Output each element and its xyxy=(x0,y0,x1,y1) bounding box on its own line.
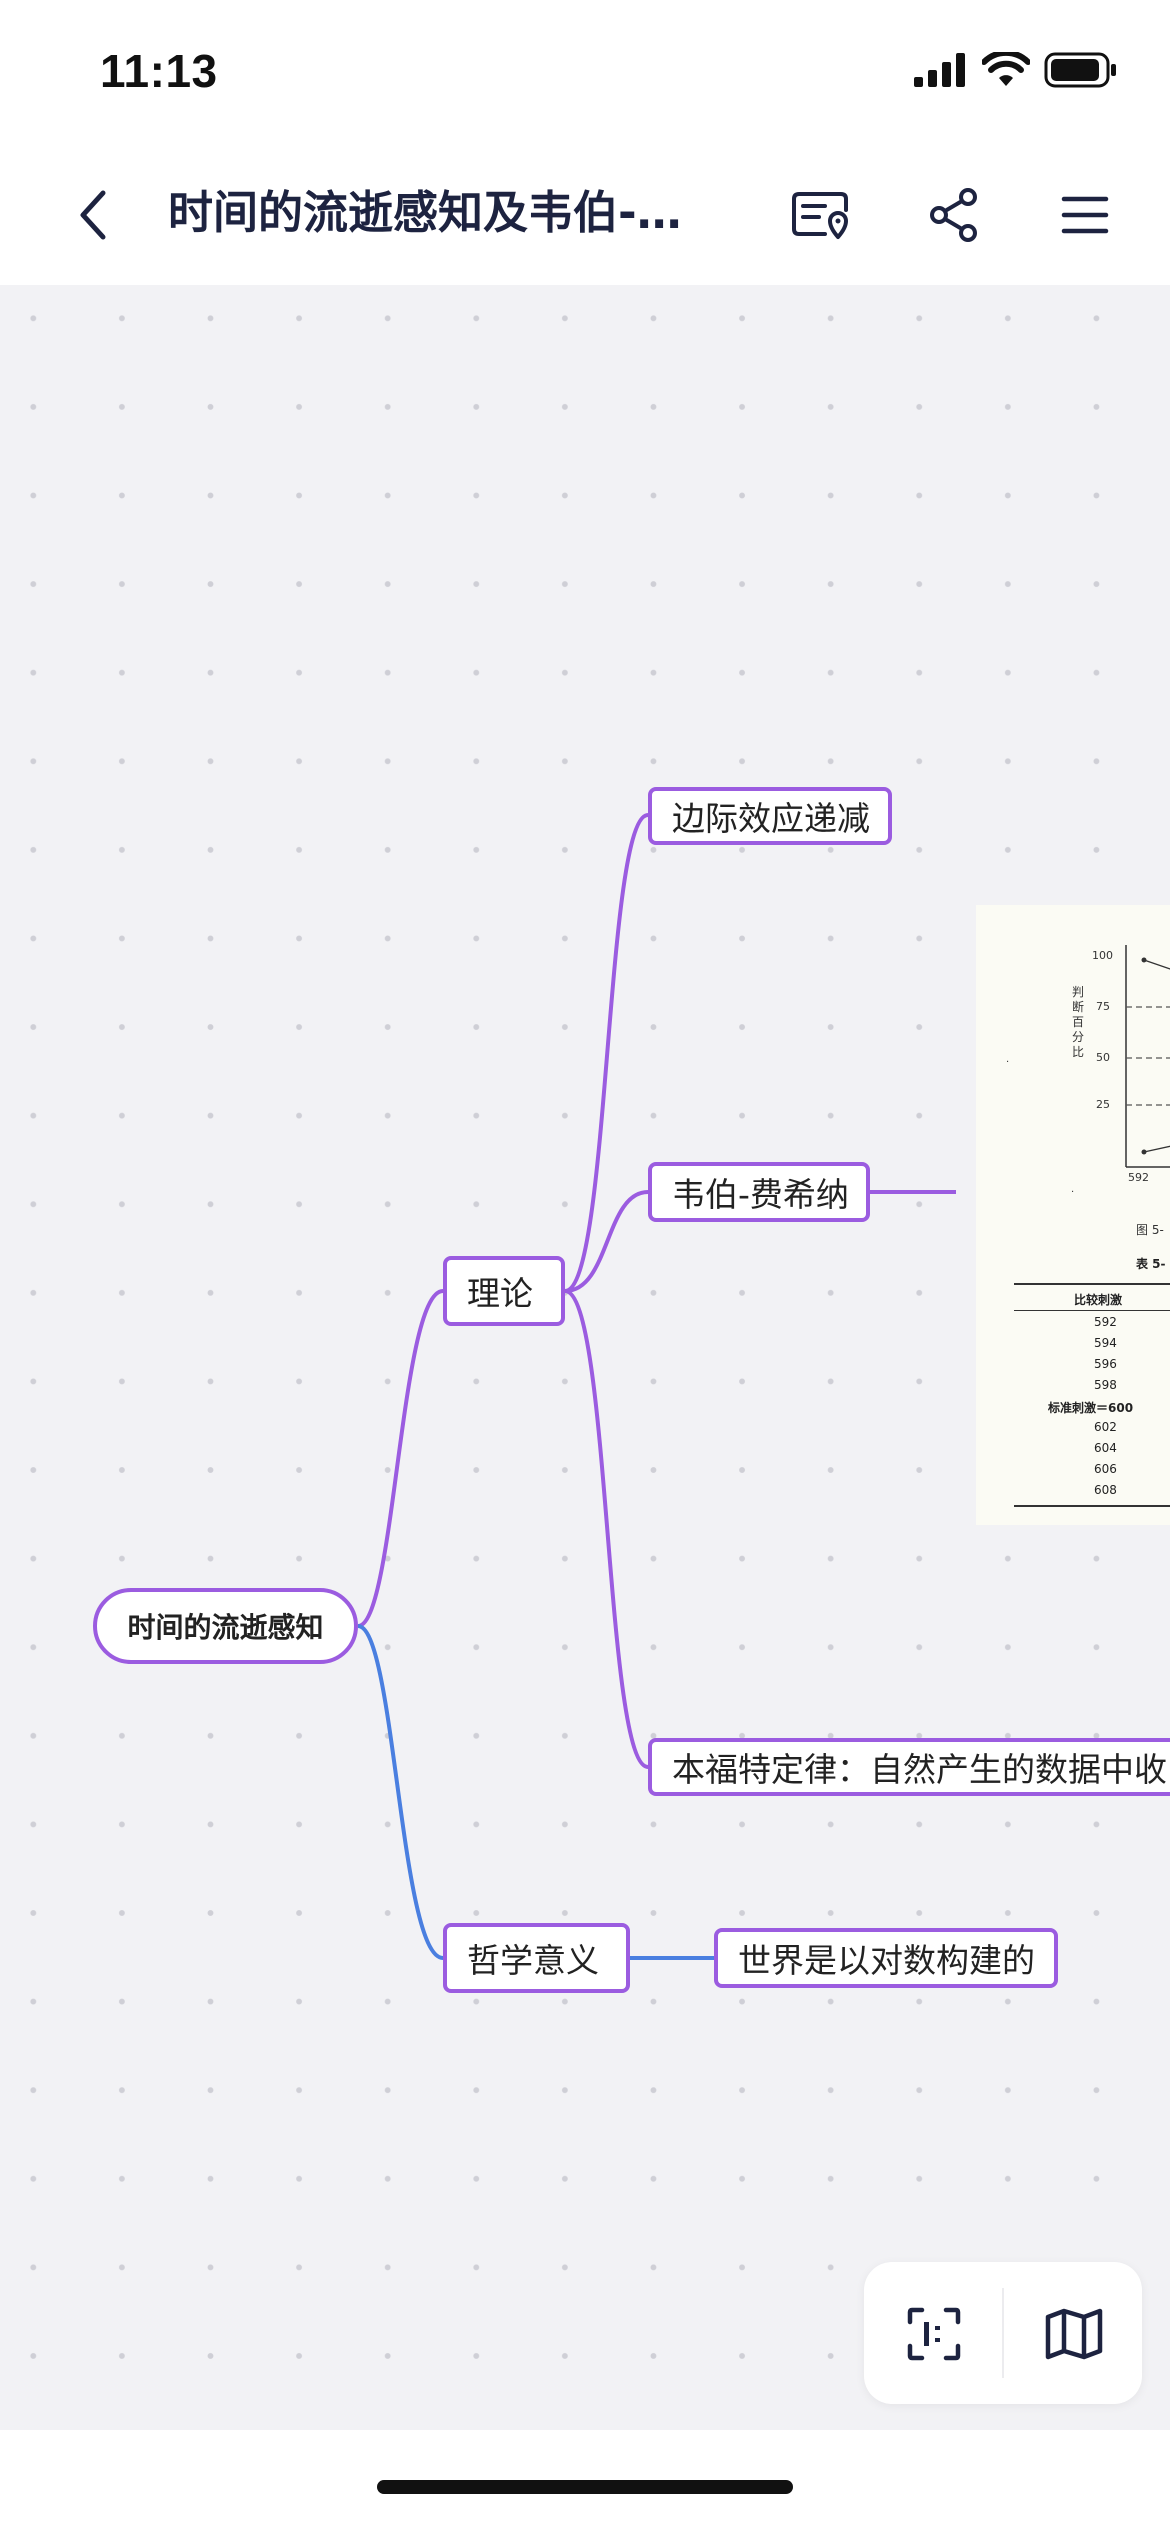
image-table-row: 608 xyxy=(1094,1483,1117,1497)
root-node-label: 时间的流逝感知 xyxy=(127,1611,324,1644)
location-card-icon xyxy=(792,192,848,239)
status-icons xyxy=(914,52,1118,88)
image-table-row: 604 xyxy=(1094,1441,1117,1455)
image-table-rule xyxy=(1014,1310,1170,1311)
svg-text:·: · xyxy=(1071,1187,1074,1198)
mindmap-node-marginal-effect[interactable]: 边际效应递减 xyxy=(648,787,892,845)
image-y-label: 判断百分比 xyxy=(1072,985,1085,1059)
image-y-tick: 75 xyxy=(1096,1000,1110,1013)
image-table-row: 598 xyxy=(1094,1378,1117,1392)
node-label: 本福特定律：自然产生的数据中收 xyxy=(672,1750,1167,1789)
menu-icon xyxy=(1061,196,1109,234)
fit-view-button[interactable] xyxy=(892,2292,976,2376)
fit-view-icon xyxy=(907,2307,961,2361)
share-button[interactable] xyxy=(919,180,989,250)
home-indicator[interactable] xyxy=(377,2480,793,2494)
home-indicator-area xyxy=(0,2430,1170,2532)
image-table-header: 比较刺激 xyxy=(1074,1293,1123,1307)
image-table-row: 标准刺激＝600 xyxy=(1048,1401,1134,1415)
page-title: 时间的流逝感知及韦伯-… xyxy=(168,186,682,239)
mindmap-node-weber-fechner[interactable]: 韦伯-费希纳 xyxy=(648,1162,870,1222)
node-label: 理论 xyxy=(467,1274,533,1313)
outline-map-icon xyxy=(1045,2308,1103,2360)
image-table-row: 594 xyxy=(1094,1336,1117,1350)
share-icon xyxy=(930,188,977,242)
node-label: 边际效应递减 xyxy=(672,799,870,838)
chevron-left-icon xyxy=(80,190,106,240)
node-label: 哲学意义 xyxy=(467,1941,599,1980)
image-figure-caption: 图 5- xyxy=(1136,1223,1164,1237)
mindmap-node-log-world[interactable]: 世界是以对数构建的 xyxy=(714,1928,1058,1988)
battery-icon xyxy=(1044,52,1116,88)
mindmap-node-philosophy[interactable]: 哲学意义 xyxy=(443,1923,630,1993)
outline-map-button[interactable] xyxy=(1032,2292,1116,2376)
image-table-row: 606 xyxy=(1094,1462,1117,1476)
menu-button[interactable] xyxy=(1050,180,1120,250)
mindmap-root-node[interactable]: 时间的流逝感知 xyxy=(93,1588,358,1664)
location-card-button[interactable] xyxy=(786,180,856,250)
connector-theory-child3 xyxy=(564,1289,649,1769)
image-table-row: 592 xyxy=(1094,1315,1117,1329)
canvas-tools-panel xyxy=(864,2262,1142,2404)
mindmap-node-theory[interactable]: 理论 xyxy=(443,1256,565,1326)
attached-image[interactable]: · · 判断百分比 100 75 50 25 592 图 5- 表 5- 比较刺… xyxy=(976,905,1170,1525)
connector-root-philosophy xyxy=(357,1624,444,1960)
mindmap-connectors xyxy=(357,813,956,1960)
attached-chart-image: · · xyxy=(1006,945,1170,1198)
status-time: 11:13 xyxy=(100,45,218,97)
status-bar: 11:13 xyxy=(0,0,1170,150)
image-table-rule xyxy=(1014,1283,1170,1285)
image-y-tick: 25 xyxy=(1096,1098,1110,1111)
image-table-rule xyxy=(1014,1505,1170,1507)
mindmap-canvas[interactable]: · · 判断百分比 100 75 50 25 592 图 5- 表 5- 比较刺… xyxy=(0,285,1170,2430)
wifi-icon xyxy=(982,52,1030,86)
image-x-tick: 592 xyxy=(1128,1171,1149,1184)
svg-text:·: · xyxy=(1006,1057,1009,1068)
node-label: 世界是以对数构建的 xyxy=(738,1941,1035,1980)
back-button[interactable] xyxy=(58,180,128,250)
connector-theory-child2 xyxy=(564,1190,649,1293)
node-label: 韦伯-费希纳 xyxy=(672,1175,849,1214)
tool-divider xyxy=(1002,2288,1004,2378)
image-table-row: 596 xyxy=(1094,1357,1117,1371)
image-table-caption: 表 5- xyxy=(1136,1257,1166,1271)
nav-bar: 时间的流逝感知及韦伯-… xyxy=(0,150,1170,285)
image-y-tick: 50 xyxy=(1096,1051,1110,1064)
signal-icon xyxy=(914,53,965,87)
image-y-tick: 100 xyxy=(1092,949,1113,962)
mindmap-node-benford-law[interactable]: 本福特定律：自然产生的数据中收 xyxy=(648,1738,1170,1796)
connector-theory-child1 xyxy=(564,813,649,1293)
connector-root-theory xyxy=(357,1289,444,1628)
image-table-row: 602 xyxy=(1094,1420,1117,1434)
